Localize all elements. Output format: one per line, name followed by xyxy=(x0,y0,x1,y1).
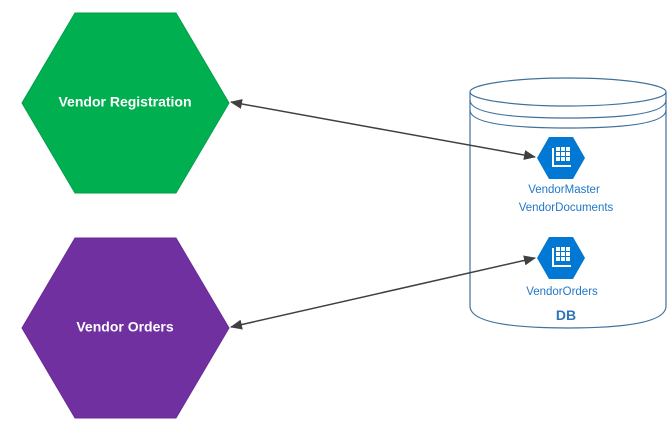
node-label: Vendor Registration xyxy=(58,94,191,110)
vendor-orders-node[interactable]: Vendor Orders xyxy=(21,237,230,419)
vendor-registration-node[interactable]: Vendor Registration xyxy=(21,12,230,194)
table-label: VendorDocuments xyxy=(519,202,614,214)
table-icon xyxy=(537,137,585,179)
table-label: VendorOrders xyxy=(526,286,598,298)
table-label: VendorMaster xyxy=(528,184,600,196)
node-label: Vendor Orders xyxy=(76,319,173,335)
hexagon-shape xyxy=(21,12,230,194)
connector-registration-to-vendormaster[interactable] xyxy=(230,99,536,160)
table-group-vendororders[interactable]: VendorOrders xyxy=(526,237,598,298)
connector-orders-to-vendororders[interactable] xyxy=(230,255,536,330)
db-label: DB xyxy=(556,307,576,323)
table-group-vendormaster[interactable]: VendorMaster VendorDocuments xyxy=(519,137,614,214)
cylinder-top xyxy=(469,77,667,107)
table-icon xyxy=(537,237,585,279)
hexagon-shape xyxy=(21,237,230,419)
